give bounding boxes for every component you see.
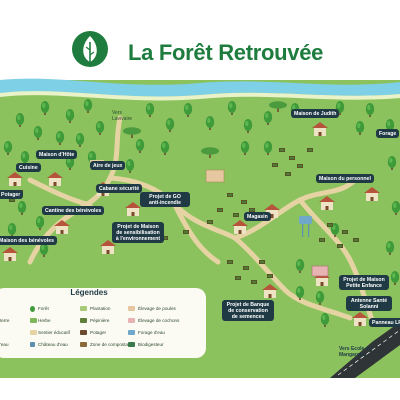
legend-panel <box>0 288 206 358</box>
label-maison-benevoles[interactable]: Maison des bénévoles <box>0 236 58 245</box>
map-title: La Forêt Retrouvée <box>128 40 324 65</box>
direction-vers-ecole: Vers Ecole de Mangarasa <box>339 346 372 358</box>
legend-label-pepiniere: Pépinière <box>90 318 110 323</box>
legend-label-sentier: Sentier éducatif <box>38 330 70 335</box>
legend-swatch-forage <box>128 330 135 335</box>
label-cabane-securite[interactable]: Cabane sécurité <box>96 184 143 193</box>
legend-label-forage: Forage d'eau <box>138 330 165 335</box>
label-potager[interactable]: Potager <box>0 190 24 199</box>
legend-cut-label-1: terre <box>0 318 10 323</box>
legend-label-compost: Zone de compostage <box>90 342 134 347</box>
label-maison-personnel[interactable]: Maison du personnel <box>316 174 374 183</box>
legend-label-biodigesteur: Biodigesteur <box>138 342 164 347</box>
legend-label-poules: Élevage de poules <box>138 306 176 311</box>
legend-label-chateau: Château d'eau <box>38 342 68 347</box>
label-maison-hote[interactable]: Maison d'Hôte <box>36 150 78 159</box>
legend-swatch-herbe <box>30 318 37 323</box>
label-cantine[interactable]: Cantine des bénévoles <box>42 206 105 215</box>
legend-swatch-biodigesteur <box>128 342 135 347</box>
label-maison-judith[interactable]: Maison de Judith <box>291 109 340 118</box>
legend-title: Légendes <box>70 288 108 297</box>
label-antenne-sante[interactable]: Antenne Santé Solanni <box>346 296 392 311</box>
legend-label-herbe: Herbe <box>38 318 51 323</box>
label-projet-banque[interactable]: Projet de Banque de conservation de seme… <box>222 300 274 321</box>
legend-swatch-pepiniere <box>80 318 87 323</box>
label-projet-go[interactable]: Projet de GO anti-incendie <box>140 192 190 207</box>
legend-label-plantation: Plantation <box>90 306 111 311</box>
legend-swatch-compost <box>80 342 87 347</box>
label-projet-maison-sensibilisation[interactable]: Projet de Maison de sensibilisation à l'… <box>112 222 164 243</box>
legend-swatch-chateau <box>30 342 35 347</box>
label-cuisine[interactable]: Cuisine <box>16 163 41 172</box>
label-panneau[interactable]: Panneau LFR <box>369 318 400 327</box>
label-magasin[interactable]: Magasin <box>244 212 271 221</box>
direction-vers-lavivaire: Vers Lavivaire <box>112 110 133 122</box>
legend-label-foret: Forêt <box>38 306 49 311</box>
legend-swatch-poules <box>128 306 135 311</box>
label-aire-jeux[interactable]: Aire de jeux <box>90 161 126 170</box>
legend-swatch-foret <box>30 306 35 312</box>
label-projet-petite-enfance[interactable]: Projet de Maison Petite Enfance <box>339 275 389 290</box>
legend-label-cochons: Élevage de cochons <box>138 318 180 323</box>
legend-label-potager: Potager <box>90 330 107 335</box>
legend-swatch-plantation <box>80 306 87 311</box>
legend-swatch-potager <box>80 330 87 335</box>
legend-swatch-sentier <box>30 330 37 335</box>
legend-swatch-cochons <box>128 318 135 323</box>
legend-cut-label-4: 'eau <box>0 342 9 347</box>
label-forage[interactable]: Forage <box>376 129 400 138</box>
